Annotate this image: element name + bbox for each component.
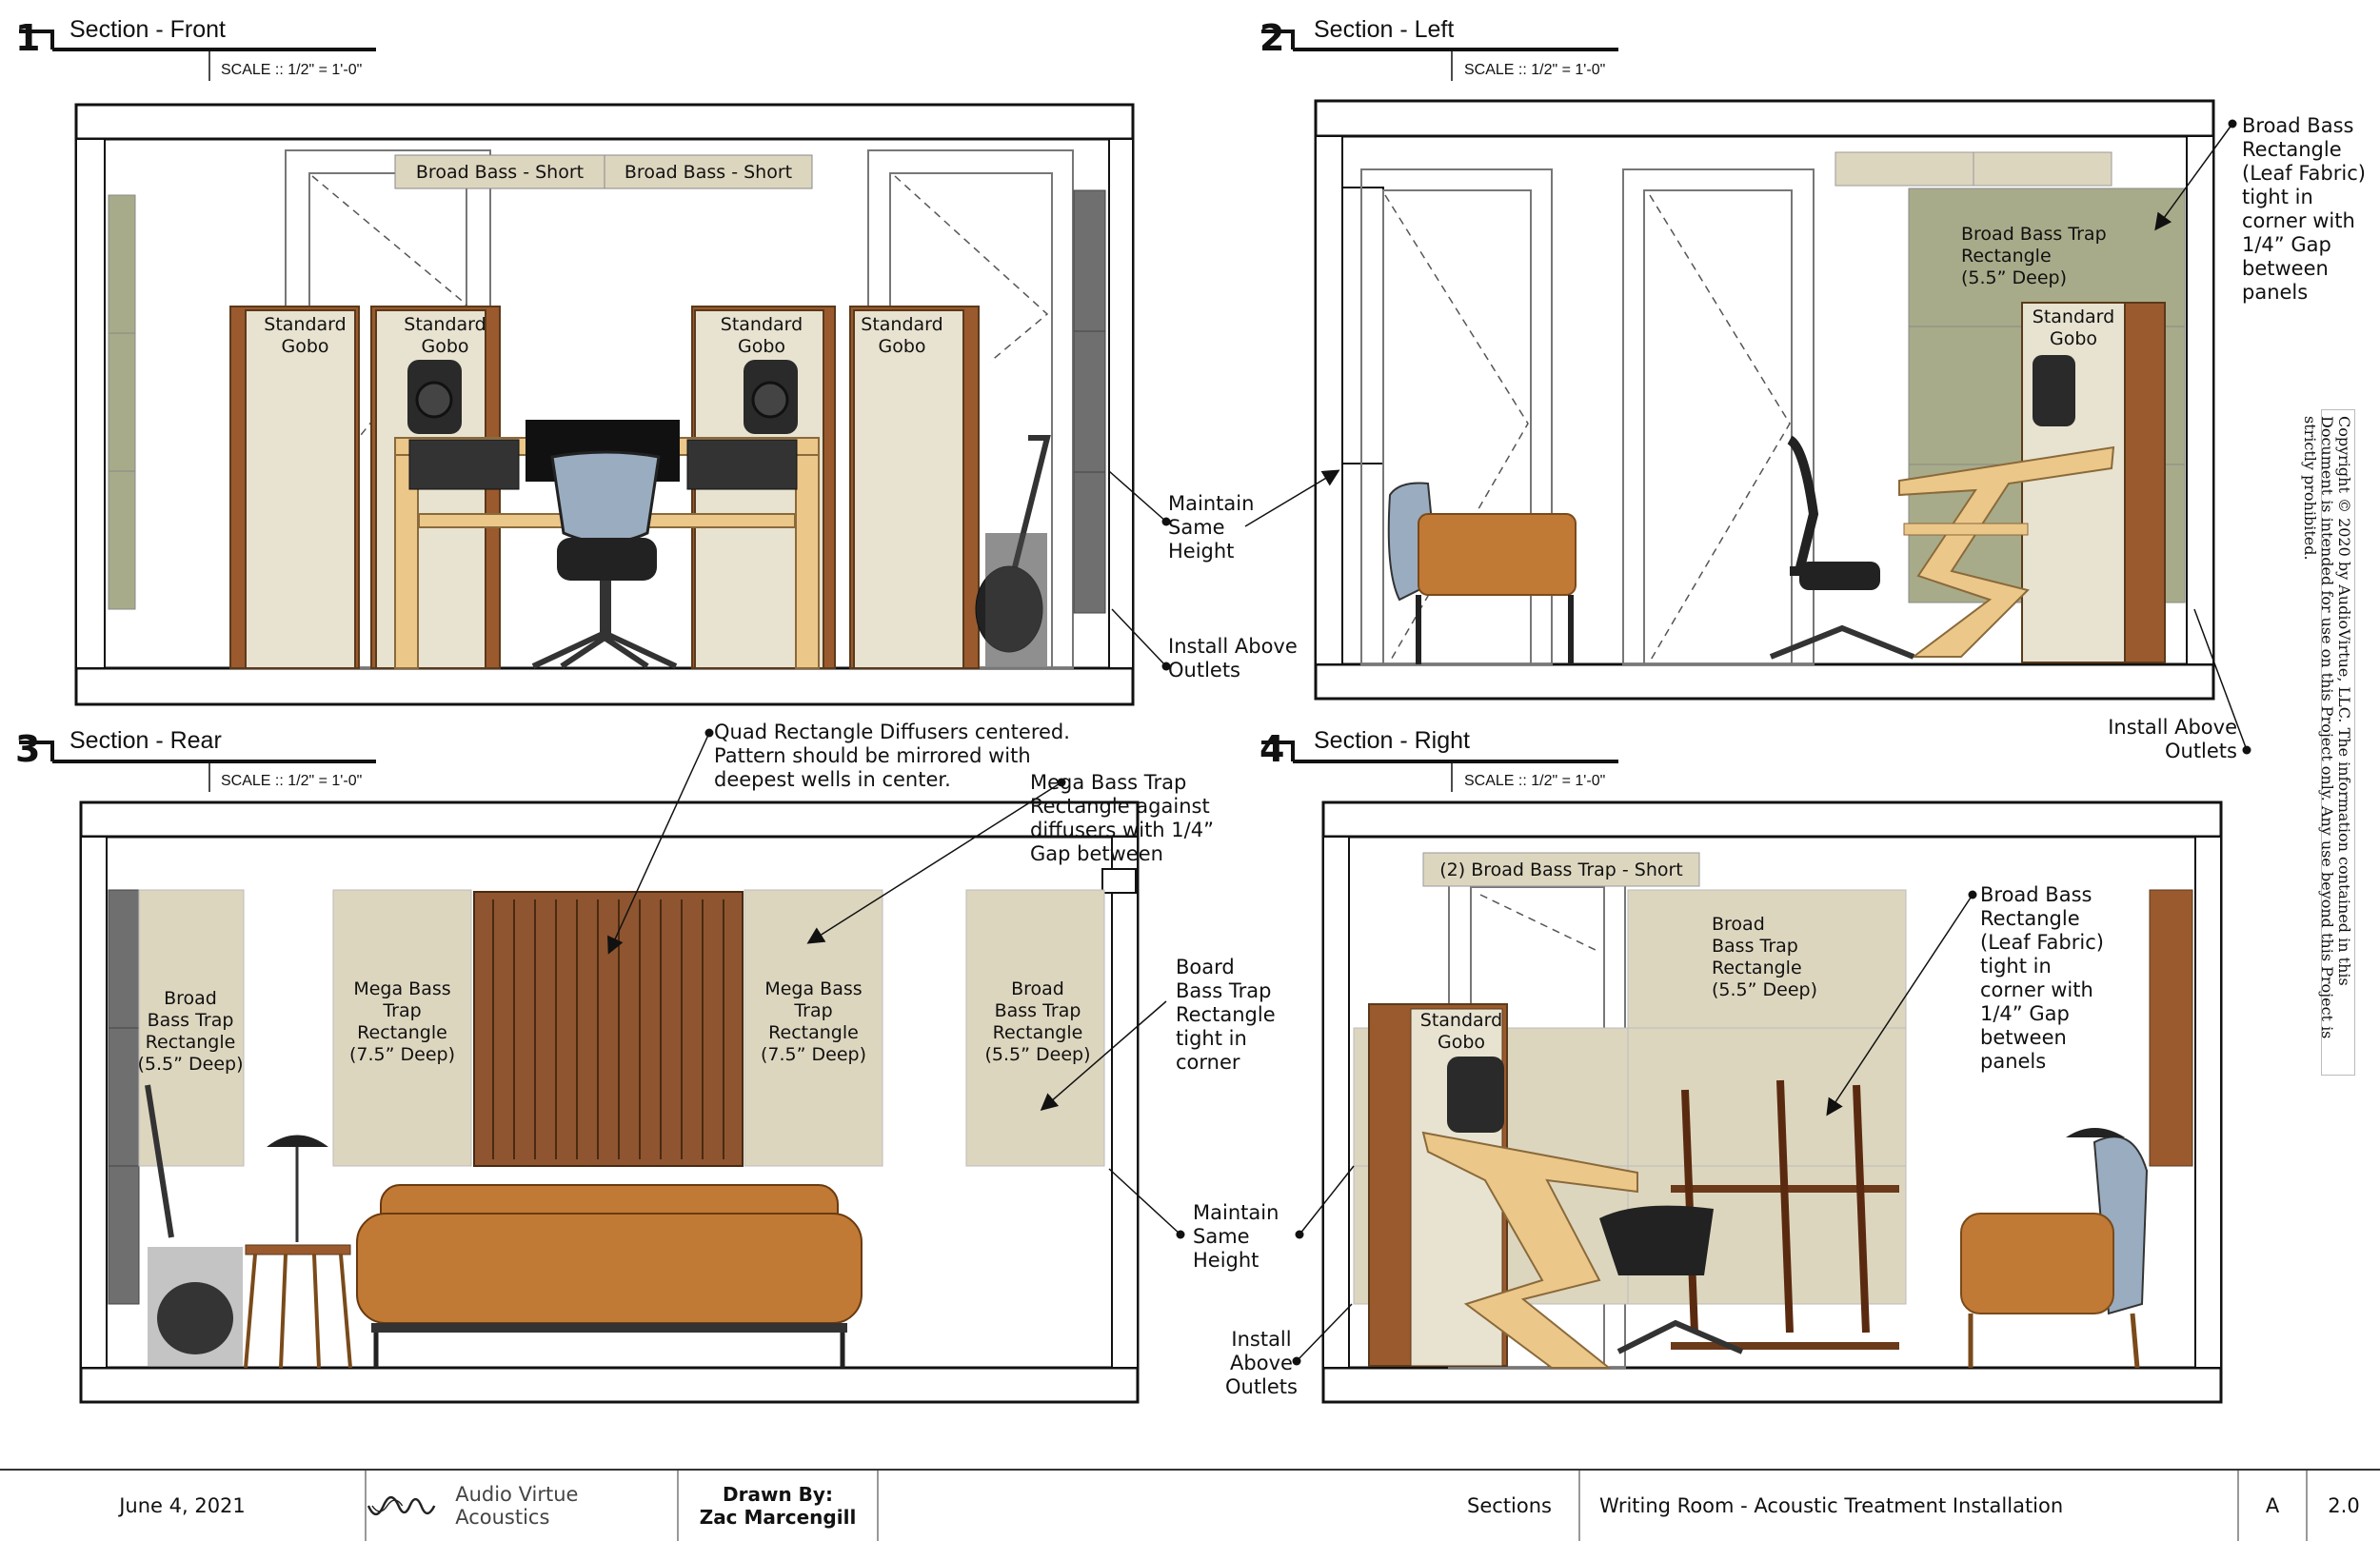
section-right-drawing — [1321, 800, 2223, 1404]
section-1-scale: SCALE :: 1/2" = 1'-0" — [221, 62, 363, 78]
section-rear-drawing — [79, 800, 1140, 1404]
title-block-sheet-letter: A — [2239, 1471, 2308, 1541]
section-3-number: 3 — [15, 728, 41, 770]
front-leaders — [1108, 470, 1171, 671]
title-block-drawn-by: Drawn By: Zac Marcengill — [679, 1471, 879, 1541]
front-gobo-4-label: Standard Gobo — [861, 314, 943, 357]
section-1-number: 1 — [15, 17, 41, 59]
right-leaders — [1292, 890, 1977, 1366]
left-note-leaf-fabric: Broad Bass Rectangle (Leaf Fabric) tight… — [2242, 114, 2366, 304]
section-header-lines — [19, 30, 1618, 792]
front-broad-bass-short-1: Broad Bass - Short — [415, 162, 585, 183]
left-trap-label: Broad Bass Trap Rectangle (5.5” Deep) — [1961, 224, 2107, 288]
section-4-number: 4 — [1259, 728, 1285, 770]
title-block: June 4, 2021 Audio Virtue Acoustics Draw… — [0, 1469, 2380, 1541]
section-4-title: Section - Right — [1314, 727, 1470, 754]
section-front-drawing — [74, 103, 1135, 706]
front-note-maintain-height: Maintain Same Height — [1168, 492, 1255, 563]
section-2-title: Section - Left — [1314, 16, 1455, 43]
left-leaders — [1244, 119, 2251, 755]
title-block-project: Writing Room - Acoustic Treatment Instal… — [1580, 1471, 2239, 1541]
front-gobo-2-label: Standard Gobo — [404, 314, 486, 357]
left-note-install-outlets: Install Above Outlets — [2108, 716, 2237, 762]
right-trap-label: Broad Bass Trap Rectangle (5.5” Deep) — [1712, 914, 1817, 1000]
section-2-scale: SCALE :: 1/2" = 1'-0" — [1464, 62, 1606, 78]
title-block-revision: 2.0 — [2328, 1494, 2360, 1517]
copyright-notice: Copyright © 2020 by AudioVirtue, LLC. Th… — [2301, 409, 2355, 1076]
front-gobo-1-label: Standard Gobo — [264, 314, 347, 357]
rear-note-mega-bass: Mega Bass Trap Rectangle against diffuse… — [1030, 771, 1214, 865]
right-gobo-label: Standard Gobo — [1419, 1010, 1503, 1053]
company-logo-icon — [367, 1495, 436, 1516]
rear-panel-4-label: Broad Bass Trap Rectangle (5.5” Deep) — [984, 978, 1091, 1065]
title-block-sheet-type: Sections — [879, 1471, 1580, 1541]
section-3-scale: SCALE :: 1/2" = 1'-0" — [221, 773, 363, 789]
drawn-by-label: Drawn By: — [723, 1483, 833, 1506]
front-gobo-3-label: Standard Gobo — [720, 314, 803, 357]
rear-leaders — [607, 728, 1185, 1239]
section-3-title: Section - Rear — [69, 727, 222, 754]
front-broad-bass-short-2: Broad Bass - Short — [624, 162, 793, 183]
right-short-label: (2) Broad Bass Trap - Short — [1439, 859, 1683, 880]
rear-panel-3-label: Mega Bass Trap Rectangle (7.5” Deep) — [761, 978, 866, 1065]
title-block-date: June 4, 2021 — [0, 1471, 367, 1541]
section-2-number: 2 — [1259, 17, 1285, 59]
section-left-drawing — [1314, 99, 2215, 701]
right-note-install-outlets: Install Above Outlets — [1224, 1328, 1298, 1398]
title-block-company: Audio Virtue Acoustics — [367, 1471, 679, 1541]
company-name: Audio Virtue Acoustics — [455, 1483, 579, 1529]
right-note-leaf-fabric: Broad Bass Rectangle (Leaf Fabric) tight… — [1980, 883, 2104, 1073]
left-gobo-label: Standard Gobo — [2032, 306, 2115, 349]
drawn-by-name: Zac Marcengill — [699, 1506, 857, 1529]
section-4-scale: SCALE :: 1/2" = 1'-0" — [1464, 773, 1606, 789]
rear-panel-1-label: Broad Bass Trap Rectangle (5.5” Deep) — [137, 988, 244, 1075]
front-note-install-outlets: Install Above Outlets — [1168, 635, 1298, 682]
rear-note-diffusers: Quad Rectangle Diffusers centered. Patte… — [714, 721, 1070, 791]
rear-note-board-bass: Board Bass Trap Rectangle tight in corne… — [1176, 956, 1276, 1074]
rear-note-maintain-height: Maintain Same Height — [1193, 1201, 1279, 1272]
rear-panel-2-label: Mega Bass Trap Rectangle (7.5” Deep) — [349, 978, 455, 1065]
section-1-title: Section - Front — [69, 16, 226, 43]
